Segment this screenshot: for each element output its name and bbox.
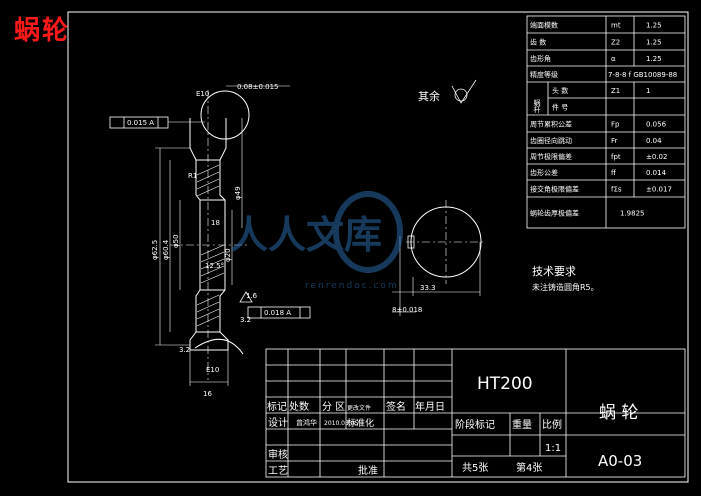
svg-text:renrendoc.com: renrendoc.com	[305, 281, 399, 291]
sheets-total: 共5张	[462, 462, 488, 474]
dim-bottom-width: 16	[203, 390, 212, 398]
param-value: 1.25	[646, 39, 662, 47]
param-value: 1.25	[646, 55, 662, 63]
tolerance-frame-bottom: 0.018 A	[247, 306, 311, 319]
svg-text:年月日: 年月日	[415, 400, 445, 413]
param-name: 齿形角	[530, 54, 551, 63]
datum-a-marker	[239, 291, 253, 303]
svg-text:人人文库: 人人文库	[230, 213, 382, 257]
dim-angle: 12.5°	[205, 262, 224, 270]
svg-text:签名: 签名	[386, 400, 406, 413]
svg-text:分 区: 分 区	[322, 401, 345, 413]
dim-hub-dia: φ60.4	[162, 239, 170, 260]
param-symbol: Z1	[611, 87, 620, 95]
param-value: 1	[646, 87, 650, 95]
param-value: 1.9825	[620, 210, 645, 218]
svg-text:审核: 审核	[268, 448, 288, 461]
dim-keyway: 8±0.018	[392, 306, 422, 314]
param-symbol: Fp	[611, 121, 620, 129]
tech-title: 技术要求	[532, 265, 576, 278]
param-value: 0.056	[646, 121, 667, 129]
tech-note: 未注铸造圆角R5。	[532, 282, 599, 292]
svg-text:处数: 处数	[289, 400, 309, 413]
svg-text:2010.03.05: 2010.03.05	[324, 420, 359, 427]
param-symbol: ff	[611, 169, 616, 177]
param-name: 齿 数	[530, 38, 546, 47]
param-name: 端面模数	[530, 21, 558, 30]
param-name: 蜗轮齿厚极偏差	[530, 209, 579, 218]
rough-a: 3.2	[179, 346, 190, 354]
param-symbol: α	[611, 55, 616, 63]
dimension-texts: 0.08±0.015 E10 E10 16 18 12.5° R1 3.2 3.…	[151, 83, 279, 398]
svg-text:标准化: 标准化	[347, 417, 374, 429]
hub-end-view	[392, 200, 486, 316]
param-name: 齿圈径向跳动	[530, 136, 572, 145]
dim-top-tol: 0.08±0.015	[237, 83, 279, 91]
dim-root-dia: φ49	[234, 186, 242, 200]
stage-label: 阶段标记	[455, 418, 495, 431]
dim-e10-top: E10	[196, 90, 209, 98]
dim-out-dia: φ62.5	[151, 240, 159, 260]
param-symbol: mt	[611, 22, 621, 30]
param-value: 7-8-8 f GB10089-88	[608, 71, 677, 79]
param-value: ±0.017	[646, 186, 672, 194]
dim-pitch-dia: φ50	[172, 234, 180, 248]
svg-text:设计: 设计	[268, 416, 288, 429]
worm-group-label: 蜗杆	[533, 98, 541, 114]
dim-bore-dia: φ20	[224, 248, 232, 262]
svg-text:批准: 批准	[358, 464, 378, 477]
weight-label: 重量	[512, 418, 532, 431]
svg-text:0.015 A: 0.015 A	[127, 119, 154, 127]
title-block-text: HT200 蜗 轮 A0-03 阶段标记 重量 比例 1:1 共5张 第4张 标…	[267, 374, 642, 477]
param-name: 齿形公差	[530, 168, 558, 177]
corner-title: 蜗轮	[14, 16, 71, 46]
svg-text:更改文件: 更改文件	[347, 404, 371, 412]
parameter-rows: 端面模数 mt 1.25 齿 数 Z2 1.25 齿形角 α 1.25 精度等级 7-8-8 f G…	[530, 21, 677, 218]
tolerance-frame-top: 0.015 A	[109, 116, 205, 129]
param-symbol: fpt	[611, 153, 621, 161]
param-name: 周节极限偏差	[530, 152, 572, 161]
param-value: 0.04	[646, 137, 662, 145]
drawing-number: A0-03	[598, 452, 642, 470]
param-name: 件 号	[552, 103, 568, 112]
svg-text:曾鸿华: 曾鸿华	[296, 418, 317, 427]
drawing-border	[67, 11, 689, 483]
material: HT200	[477, 374, 533, 394]
param-symbol: fΣs	[611, 186, 622, 194]
roughness-note: 其余	[418, 79, 477, 104]
dim-center-gap: 18	[211, 219, 220, 227]
param-name: 头 数	[552, 86, 568, 95]
param-value: 0.014	[646, 169, 667, 177]
dimension-lines	[155, 85, 290, 386]
scale-value: 1:1	[545, 443, 561, 454]
scale-label: 比例	[542, 418, 562, 431]
param-name: 接交角极限偏差	[530, 185, 579, 194]
dim-r: R1	[188, 172, 197, 180]
param-name: 精度等级	[530, 70, 558, 79]
sheet-number: 第4张	[516, 461, 542, 474]
param-name: 周节累积公差	[530, 120, 572, 129]
svg-text:0.018 A: 0.018 A	[264, 309, 291, 317]
param-value: 1.25	[646, 22, 662, 30]
rough-c: 1.6	[246, 292, 258, 300]
part-name: 蜗 轮	[599, 403, 638, 423]
svg-text:工艺: 工艺	[268, 465, 288, 477]
svg-text:标记: 标记	[267, 401, 287, 413]
rough-b: 3.2	[240, 316, 251, 324]
wheel-section-view	[170, 90, 250, 380]
watermark: 人人文库 renrendoc.com	[230, 191, 403, 291]
title-block-grid	[265, 348, 686, 478]
param-symbol: Fr	[611, 137, 618, 145]
svg-text:其余: 其余	[418, 89, 440, 103]
dim-h33: 33.3	[420, 284, 436, 292]
dim-e10-bot: E10	[206, 366, 219, 374]
parameter-table	[526, 15, 686, 229]
param-symbol: Z2	[611, 39, 620, 47]
param-value: ±0.02	[646, 153, 667, 161]
